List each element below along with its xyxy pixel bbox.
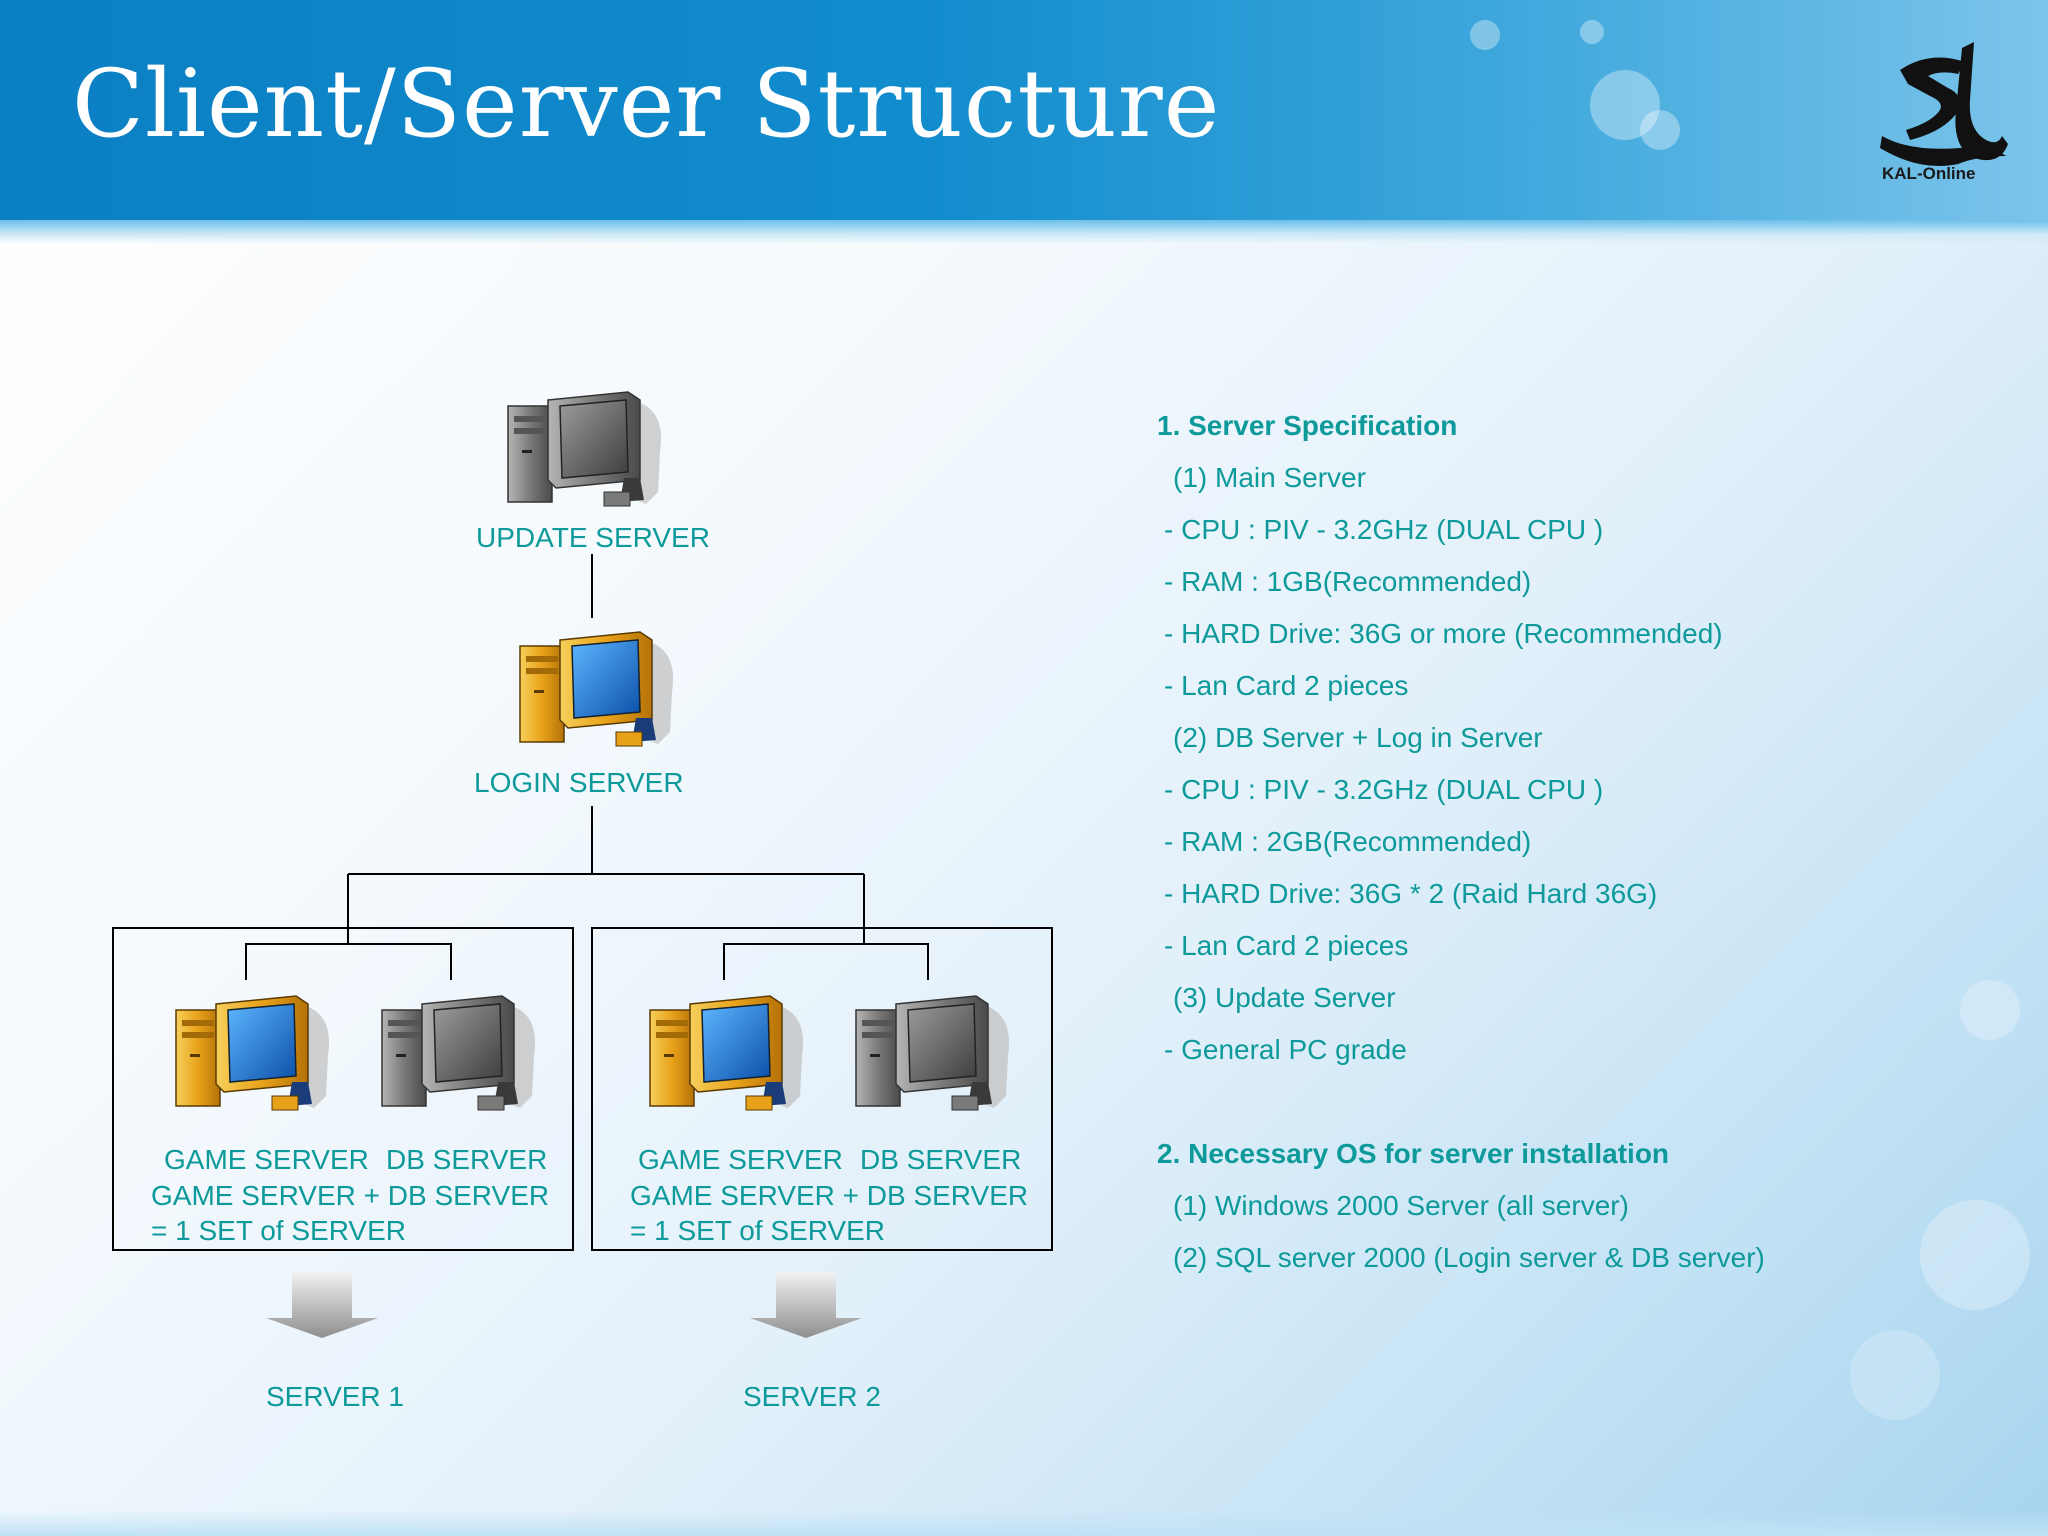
bottom-band (0, 1510, 2048, 1536)
set1-game-server-label: GAME SERVER (164, 1144, 369, 1175)
spec-item: - Lan Card 2 pieces (1164, 670, 1409, 701)
set1-db-server-icon (381, 995, 536, 1111)
set2-game-server-label: GAME SERVER (638, 1144, 843, 1175)
spec-section1-title: 1. Server Specification (1157, 410, 1458, 441)
spec-db-server-heading: (2) DB Server + Log in Server (1173, 722, 1543, 753)
spec-item: - CPU : PIV - 3.2GHz (DUAL CPU ) (1164, 514, 1604, 545)
spec-item: - HARD Drive: 36G * 2 (Raid Hard 36G) (1164, 878, 1658, 909)
header-bubble (1640, 110, 1680, 150)
set1-bracket (245, 943, 452, 980)
spec-item: - CPU : PIV - 3.2GHz (DUAL CPU ) (1164, 774, 1604, 805)
spec-item: - Lan Card 2 pieces (1164, 930, 1409, 961)
server-2-label: SERVER 2 (743, 1381, 881, 1412)
login-server-label: LOGIN SERVER (474, 767, 684, 798)
header-bubble (1470, 20, 1500, 50)
set1-set-label: = 1 SET of SERVER (151, 1215, 406, 1246)
spec-section2-title: 2. Necessary OS for server installation (1157, 1138, 1670, 1169)
spec-item: - RAM : 1GB(Recommended) (1164, 566, 1532, 597)
spec-item: - HARD Drive: 36G or more (Recommended) (1164, 618, 1723, 649)
set2-combo-label: GAME SERVER + DB SERVER (630, 1180, 1029, 1211)
header-bubble (1590, 70, 1660, 140)
set2-db-server-label: DB SERVER (860, 1144, 1022, 1175)
page-title: Client/Server Structure (72, 50, 1221, 159)
set1-combo-label: GAME SERVER + DB SERVER (151, 1180, 550, 1211)
set2-set-label: = 1 SET of SERVER (630, 1215, 885, 1246)
kal-online-logo-icon (1880, 42, 2008, 166)
server-1-label: SERVER 1 (266, 1381, 404, 1412)
arrow-down-icon-set1 (266, 1272, 378, 1338)
update-server-computer-icon (507, 391, 662, 507)
set2-bracket (723, 943, 929, 980)
spec-spacer (1157, 1076, 1765, 1128)
spec-item: - RAM : 2GB(Recommended) (1164, 826, 1532, 857)
spec-item: - General PC grade (1164, 1034, 1407, 1065)
set2-db-server-icon (855, 995, 1010, 1111)
background-bubble (1920, 1200, 2030, 1310)
background-bubble (1960, 980, 2020, 1040)
background-bubble (1850, 1330, 1940, 1420)
header-bar (0, 0, 2048, 220)
server-set-2-box (591, 927, 1053, 1251)
spec-os-item: (2) SQL server 2000 (Login server & DB s… (1173, 1242, 1765, 1273)
server-specs: 1. Server Specification (1) Main Server … (1157, 400, 1765, 1284)
logo-text: KAL-Online (1882, 164, 1976, 183)
login-server-computer-icon (519, 631, 674, 747)
set1-game-server-icon (175, 995, 330, 1111)
spec-main-server-heading: (1) Main Server (1173, 462, 1366, 493)
set2-game-server-icon (649, 995, 804, 1111)
spec-update-server-heading: (3) Update Server (1173, 982, 1396, 1013)
server-set-1-box (112, 927, 574, 1251)
header-band (0, 220, 2048, 244)
arrow-down-icon-set2 (750, 1272, 862, 1338)
spec-os-item: (1) Windows 2000 Server (all server) (1173, 1190, 1629, 1221)
set1-db-server-label: DB SERVER (386, 1144, 548, 1175)
update-server-label: UPDATE SERVER (476, 522, 710, 553)
header-bubble (1580, 20, 1604, 44)
